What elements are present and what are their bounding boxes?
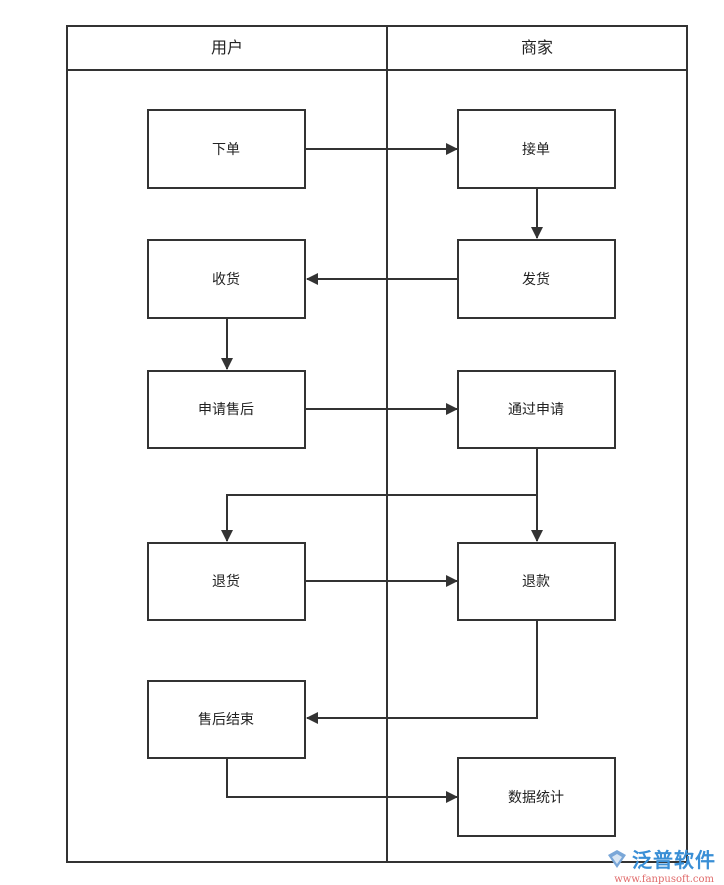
label-receive-goods: 收货 [212,271,240,288]
edge-approve-to-return [221,448,538,542]
node-ship-goods [457,239,616,319]
node-data-statistics [457,757,616,837]
edge-end-to-stats [226,758,458,803]
label-accept-order: 接单 [522,141,550,158]
node-place-order [147,109,306,189]
label-apply-after-sales: 申请售后 [198,402,254,418]
node-accept-order [457,109,616,189]
watermark: 泛普软件 [606,844,716,873]
watermark-brand: 泛普软件 [632,848,716,872]
brand-logo-icon [608,849,626,868]
lane-title-merchant: 商家 [521,38,553,57]
edge-refund-to-end [306,620,538,724]
node-apply-after-sales [147,370,306,449]
label-refund: 退款 [522,574,550,590]
watermark-url: www.fanpusoft.com [614,874,714,885]
label-data-statistics: 数据统计 [508,790,564,806]
label-ship-goods: 发货 [522,271,550,288]
label-approve-application: 通过申请 [508,402,564,418]
node-after-sales-end [147,680,306,759]
label-return-goods: 退货 [212,573,240,590]
swimlane-frame [66,25,688,863]
node-receive-goods [147,239,306,319]
label-after-sales-end: 售后结束 [198,712,254,728]
label-place-order: 下单 [212,142,240,158]
lane-title-user: 用户 [211,38,243,57]
node-refund [457,542,616,621]
node-return-goods [147,542,306,621]
node-approve-application [457,370,616,449]
